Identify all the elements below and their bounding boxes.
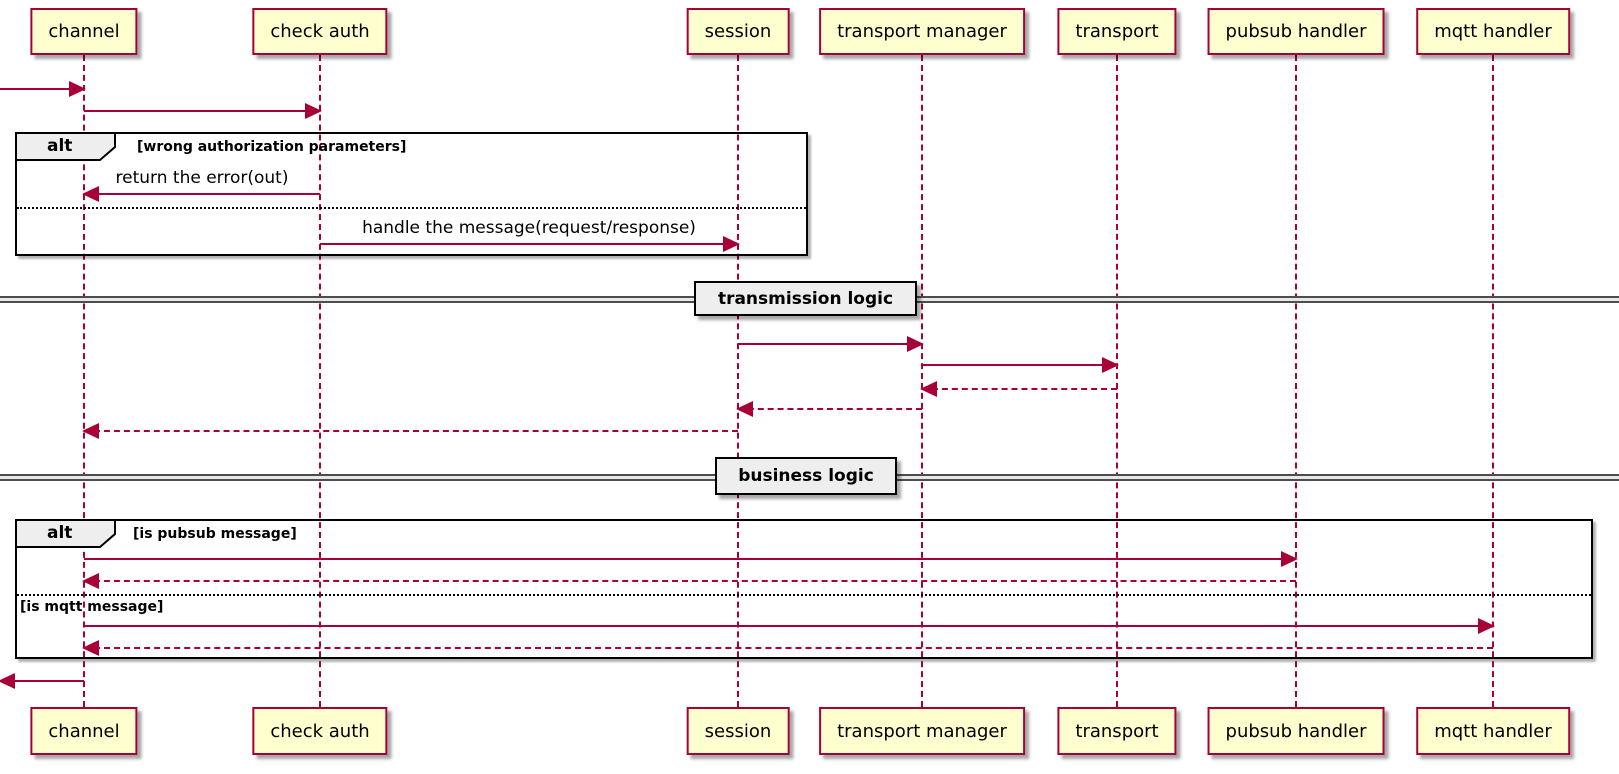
participant-top-transport-manager: transport manager <box>819 8 1025 55</box>
arrowhead-icon <box>82 423 99 439</box>
lifeline-pubsub-handler <box>1295 55 1297 707</box>
message-check-auth-to-channel <box>82 186 320 202</box>
lifeline-mqtt-handler <box>1492 55 1494 707</box>
arrowhead-icon <box>1102 357 1119 373</box>
participant-top-mqtt-handler: mqtt handler <box>1416 8 1570 55</box>
participant-bottom-channel: channel <box>30 707 138 755</box>
arrowhead-icon <box>82 573 99 589</box>
alt-fragment-tab <box>15 132 117 166</box>
participant-top-pubsub-handler: pubsub handler <box>1207 8 1385 55</box>
arrowhead-icon <box>920 381 937 397</box>
alt-operator-label: alt <box>47 136 73 156</box>
participant-bottom-session: session <box>686 707 790 755</box>
message-channel-to-check-auth <box>84 103 322 119</box>
message-check-auth-to-session <box>320 236 740 252</box>
message-pubsub-handler-to-channel <box>82 573 1296 589</box>
participant-top-channel: channel <box>30 8 138 55</box>
participant-bottom-transport: transport <box>1057 707 1177 755</box>
alt-operator-label: alt <box>47 523 73 543</box>
message-transport-to-transport-manager <box>920 381 1117 397</box>
participant-bottom-mqtt-handler: mqtt handler <box>1416 707 1570 755</box>
participant-bottom-check-auth: check auth <box>252 707 388 755</box>
lifeline-check-auth <box>319 55 321 707</box>
message-session-to-transport-manager <box>738 336 924 352</box>
arrowhead-icon <box>82 186 99 202</box>
alt-else-separator <box>17 207 806 209</box>
lifeline-transport <box>1116 55 1118 707</box>
participant-top-session: session <box>686 8 790 55</box>
fragment-tab-shape <box>15 132 116 161</box>
arrowhead-icon <box>907 336 924 352</box>
arrowhead-icon <box>305 103 322 119</box>
divider-label-box: transmission logic <box>694 281 917 316</box>
arrowhead-icon <box>723 236 740 252</box>
message-channel-to-mqtt-handler <box>84 618 1495 634</box>
arrowhead-icon <box>736 401 753 417</box>
arrowhead-icon <box>69 81 86 97</box>
arrowhead-icon <box>0 673 15 689</box>
message-label: handle the message(request/response) <box>362 218 696 238</box>
alt-fragment-frame <box>15 519 1593 659</box>
participant-bottom-pubsub-handler: pubsub handler <box>1207 707 1385 755</box>
alt-guard-label: [wrong authorization parameters] <box>137 139 407 155</box>
arrowhead-icon <box>1281 551 1298 567</box>
message-mqtt-handler-to-channel <box>82 640 1493 656</box>
message-label: return the error(out) <box>115 168 289 188</box>
lifeline-channel <box>83 55 85 707</box>
participant-top-check-auth: check auth <box>252 8 388 55</box>
participant-bottom-transport-manager: transport manager <box>819 707 1025 755</box>
alt-fragment-frame <box>15 132 808 256</box>
participant-top-transport: transport <box>1057 8 1177 55</box>
message-session-to-channel <box>82 423 738 439</box>
alt-else-guard-label: [is mqtt message] <box>20 599 164 615</box>
message-transport-manager-to-transport <box>922 357 1119 373</box>
lifeline-session <box>737 55 739 707</box>
message-channel-to-outside <box>0 673 84 689</box>
arrowhead-icon <box>1478 618 1495 634</box>
alt-fragment-tab <box>15 519 117 553</box>
arrowhead-icon <box>82 640 99 656</box>
alt-else-separator <box>17 594 1591 596</box>
divider-label-box: business logic <box>715 457 897 495</box>
alt-guard-label: [is pubsub message] <box>133 526 297 542</box>
message-outside-to-channel <box>0 81 86 97</box>
message-transport-manager-to-session <box>736 401 922 417</box>
message-channel-to-pubsub-handler <box>84 551 1298 567</box>
fragment-tab-shape <box>15 519 116 548</box>
